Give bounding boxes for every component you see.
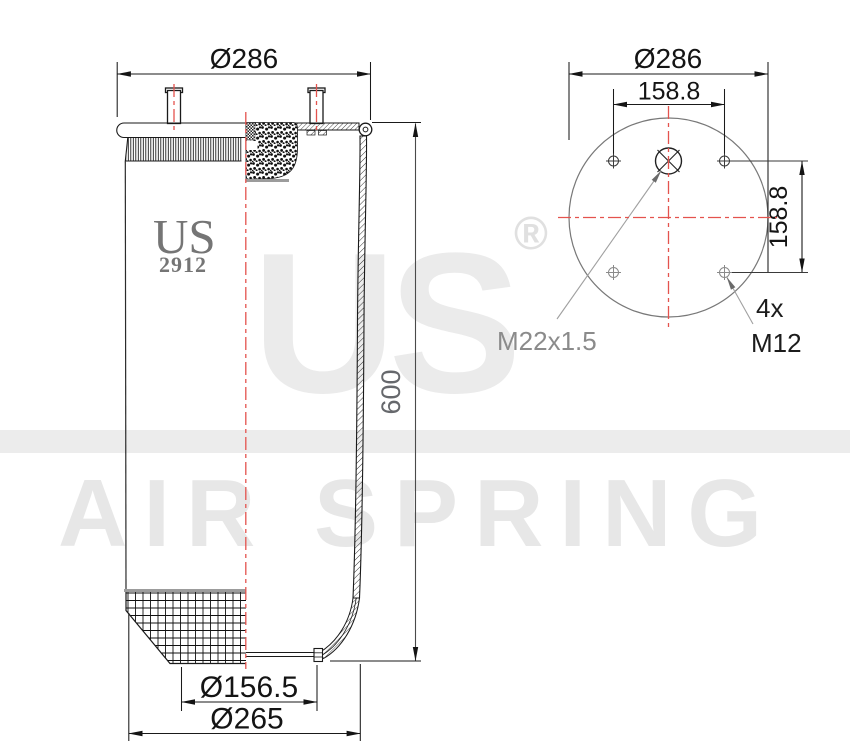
watermark-us-logo: US [252,212,514,435]
bottom-inner-diameter-dim: Ø156.5 [180,665,318,711]
part-logo-number: 2912 [159,252,207,277]
bolt-spacing-horizontal-dim: 158.8 [612,78,726,154]
bolt-spacing-horizontal-label: 158.8 [638,78,701,106]
part-logo-brand: US [153,209,216,264]
bottom-outer-diameter-label: Ø265 [210,703,283,736]
rubber-section-stipple [245,122,298,182]
part-logo: US 2912 [153,209,216,277]
bolt-spacing-vertical-dim: 158.8 [731,160,808,273]
watermark-air-spring: AIR SPRING [58,460,778,567]
bottom-plate [246,647,324,663]
watermark-band [0,430,850,453]
side-view: Ø286 [116,43,421,741]
bolt-thread-label: M12 [751,328,802,358]
top-plate [116,122,360,139]
watermark-layer: US ® AIR SPRING [0,207,850,567]
air-fitting-callout: M22x1.5 [497,170,662,356]
bottom-crosshatch [124,589,246,665]
rolled-edge-bead [358,122,373,137]
air-fitting-thread-label: M22x1.5 [497,326,597,356]
height-dim: 600 [330,121,421,662]
top-view-diameter-dim: Ø286 [568,43,769,272]
height-dim-label: 600 [376,369,406,414]
side-top-diameter-label: Ø286 [210,43,279,74]
top-view-diameter-label: Ø286 [634,43,703,74]
bellows-wall-section [318,122,373,660]
bottom-outer-diameter-dim: Ø265 [128,613,361,741]
bellows-left-edge [124,160,127,592]
top-view: Ø286 158.8 158.8 [497,43,808,358]
registered-trademark-icon: ® [514,207,548,259]
bolt-callout: 4x M12 [726,277,802,358]
clamp-band [124,137,242,162]
bolt-count-label: 4x [756,293,783,323]
side-view-top-diameter-dim: Ø286 [116,43,372,120]
bolt-holes [606,153,732,280]
bottom-inner-diameter-label: Ø156.5 [200,671,298,704]
